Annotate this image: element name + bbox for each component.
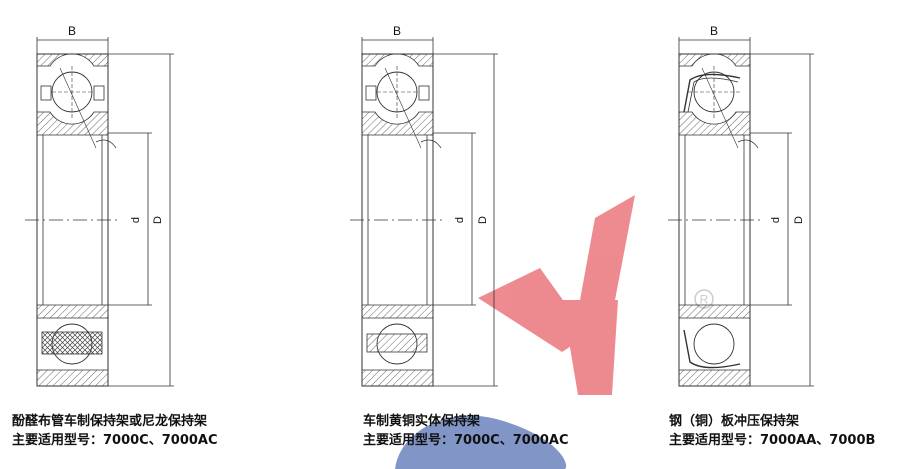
cage-section xyxy=(41,331,103,355)
watermark-base-shape xyxy=(395,415,567,469)
dimension-label-B: B xyxy=(710,24,718,38)
bearing-diagram-2: B D d xyxy=(350,24,498,387)
bearing-diagram-3: B D d xyxy=(668,24,814,387)
watermark-y-stem xyxy=(562,300,618,395)
caption-diagram-3: 钢（铜）板冲压保持架 主要适用型号：7000AA、7000B xyxy=(669,412,875,450)
bearing-diagram-1: B D d xyxy=(25,24,174,387)
dimension-label-D: D xyxy=(793,216,805,224)
dimension-label-D: D xyxy=(152,216,164,224)
watermark-y-right-arm xyxy=(580,195,635,300)
caption-diagram-1: 酚醛布管车制保持架或尼龙保持架 主要适用型号：7000C、7000AC xyxy=(12,412,218,450)
caption-diagram-2: 车制黄铜实体保持架 主要适用型号：7000C、7000AC xyxy=(363,412,569,450)
applicable-models-label: 主要适用型号：7000AA、7000B xyxy=(669,433,876,448)
bottom-section xyxy=(678,304,751,387)
logo-watermark: R xyxy=(395,195,714,469)
dimension-label-B: B xyxy=(68,24,76,38)
cage-type-label: 车制黄铜实体保持架 xyxy=(363,414,481,429)
watermark-y-left-arm xyxy=(478,268,588,352)
cage-section xyxy=(366,333,428,353)
top-section xyxy=(678,53,759,149)
dimension-label-d: d xyxy=(770,217,782,223)
stamped-cage xyxy=(683,73,741,113)
cage xyxy=(365,85,377,101)
applicable-models-label: 主要适用型号：7000C、7000AC xyxy=(12,433,218,448)
cage-type-label: 钢（铜）板冲压保持架 xyxy=(669,414,800,429)
stamped-cage xyxy=(683,329,741,369)
registered-mark-letter: R xyxy=(700,293,709,307)
top-section xyxy=(36,53,117,149)
bottom-section xyxy=(361,304,434,387)
dimension-label-d: d xyxy=(130,217,142,223)
top-section xyxy=(361,53,442,149)
dimension-label-B: B xyxy=(393,24,401,38)
applicable-models-label: 主要适用型号：7000C、7000AC xyxy=(363,433,569,448)
dimension-label-D: D xyxy=(477,216,489,224)
bottom-section xyxy=(36,304,109,387)
cage-type-label: 酚醛布管车制保持架或尼龙保持架 xyxy=(12,414,208,429)
dimension-label-d: d xyxy=(454,217,466,223)
cage xyxy=(40,85,52,101)
